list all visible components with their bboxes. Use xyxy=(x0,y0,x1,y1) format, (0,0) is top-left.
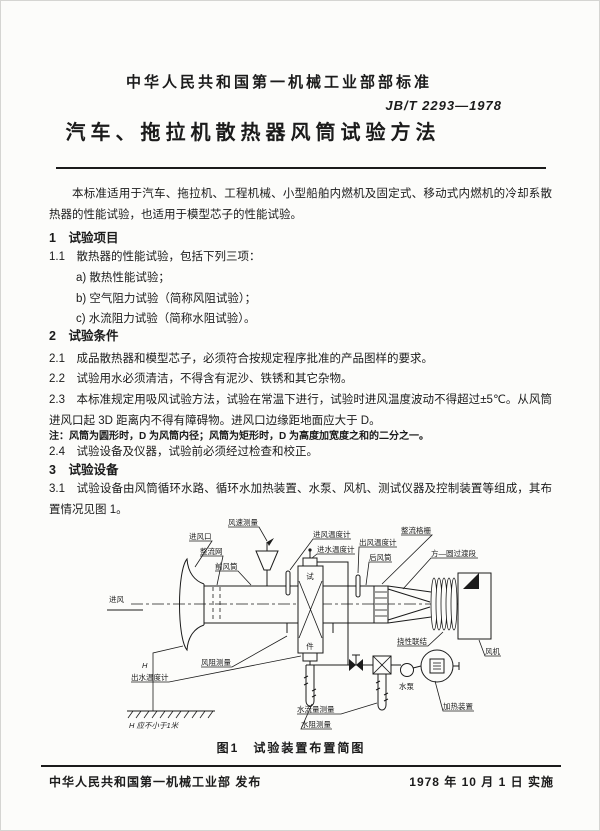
fan-black-corner xyxy=(463,573,479,589)
footer-divider xyxy=(41,765,561,767)
air-in-label: 进风 xyxy=(109,595,124,604)
clause-3-1: 3.1 试验设备由风筒循环水路、循环水加热装置、水泵、风机、测试仪器及控制装置等… xyxy=(49,483,552,516)
flow-device-diag2 xyxy=(372,655,392,675)
air-resistance-label: 风阻测量 xyxy=(201,658,231,667)
square-round-transition xyxy=(387,585,432,624)
standard-code: JB/T 2293—1978 xyxy=(385,98,502,113)
figure-1-test-rig-diagram: 进风 试 件 xyxy=(107,518,501,730)
air-inlet-port-label: 进风口 xyxy=(189,532,212,541)
water-flow-leader xyxy=(297,702,378,715)
bell-mouth-inlet xyxy=(179,557,205,652)
clause-1-1-b: b) 空气阻力试验（简称风阻试验）； xyxy=(76,293,257,305)
inlet-air-thermometer-symbol xyxy=(285,570,291,596)
test-piece-cross2 xyxy=(298,580,323,639)
h-dimension-line xyxy=(152,645,184,711)
heater-label: 加热装置 xyxy=(443,701,473,711)
ground-hatching xyxy=(127,710,214,719)
test-piece-bottom-fitting xyxy=(302,652,318,662)
flexible-coupling-bellows xyxy=(430,577,458,631)
rectifier-screen-leader xyxy=(200,555,224,586)
wind-speed-label: 风速测量 xyxy=(228,518,258,527)
air-inlet-port-leader xyxy=(189,540,213,568)
square-round-transition-label: 方—圆过渡段 xyxy=(431,548,476,558)
rectifier-grille-box xyxy=(373,585,389,624)
heater-symbol xyxy=(420,649,460,683)
figure-1-caption: 图1 试验装置布置简图 xyxy=(216,741,366,755)
anemometer-flag xyxy=(267,538,274,546)
header-divider xyxy=(56,167,546,169)
clause-1-1: 1.1 散热器的性能试验，包括下列三项： xyxy=(49,251,261,263)
flexible-coupling-label: 挠性联结 xyxy=(397,636,427,646)
anemometer-funnel xyxy=(255,550,279,571)
intro-paragraph: 本标准适用于汽车、拖拉机、工程机械、小型船舶内燃机及固定式、移动式内燃机的冷却系… xyxy=(49,188,552,221)
u-tube-manometer-water-resistance xyxy=(303,665,317,707)
water-resistance-label: 水阻测量 xyxy=(301,719,331,729)
rectifier-grille-leader xyxy=(381,534,433,585)
water-pump-symbol xyxy=(400,663,414,677)
water-resistance-leader xyxy=(300,703,332,730)
clause-2-2: 2.2 试验用水必须清洁，不得含有泥沙、铁锈和其它杂物。 xyxy=(49,373,353,385)
water-pump-label: 水泵 xyxy=(399,681,414,691)
heater-leader xyxy=(434,680,474,712)
footer-effective-date: 1978 年 10 月 1 日 实施 xyxy=(409,775,554,789)
section-1-heading: 1 试验项目 xyxy=(49,231,119,245)
air-resistance-leader xyxy=(201,635,288,668)
footer-publisher: 中华人民共和国第一机械工业部 发布 xyxy=(49,775,262,789)
clause-2-3: 2.3 本标准规定用吸风试验方法，试验在常温下进行，试验时进风温度波动不得超过±… xyxy=(49,394,552,427)
flexible-coupling-leader xyxy=(397,631,444,647)
front-duct-leader xyxy=(215,570,252,586)
pump-to-heater-pipe xyxy=(412,665,422,669)
fan-leader xyxy=(478,639,501,657)
inlet-water-thermometer-bulb xyxy=(308,548,312,552)
outlet-air-thermometer-symbol xyxy=(355,574,361,598)
fan-label: 风机 xyxy=(485,646,500,656)
wind-speed-leader xyxy=(228,526,268,542)
clause-1-1-c: c) 水流阻力试验（简称水阻试验）。 xyxy=(76,313,256,325)
rear-duct-leader xyxy=(365,561,392,586)
outlet-water-thermometer-leader xyxy=(131,655,302,683)
rear-duct-label: 后风筒 xyxy=(369,552,392,562)
outlet-air-thermometer-leader xyxy=(357,546,397,574)
test-piece-char-top: 试 xyxy=(306,571,314,581)
section-3-heading: 3 试验设备 xyxy=(49,463,119,477)
section-2-heading: 2 试验条件 xyxy=(49,329,119,343)
rectifier-grille-slats xyxy=(375,591,387,617)
water-valve xyxy=(349,654,363,671)
test-piece-char-bottom: 件 xyxy=(306,641,314,651)
page-title: 汽车、拖拉机散热器风筒试验方法 xyxy=(65,122,441,144)
clause-2-3-note: 注：风筒为圆形时，D 为风筒内径；风筒为矩形时，D 为高度加宽度之和的二分之一。 xyxy=(49,431,429,442)
inlet-air-thermometer-label: 进风温度计 xyxy=(313,529,351,539)
h-dimension-label: H xyxy=(142,661,148,670)
water-return-pipe xyxy=(317,561,349,665)
outlet-water-thermometer-label: 出水温度计 xyxy=(131,672,169,682)
ministry-standard-line: 中华人民共和国第一机械工业部部标准 xyxy=(125,74,432,91)
clause-2-1: 2.1 成品散热器和模型芯子，必须符合按规定程序批准的产品图样的要求。 xyxy=(49,353,433,365)
inlet-air-thermometer-leader xyxy=(289,538,351,571)
test-piece-top-fitting xyxy=(302,557,318,567)
front-duct-label: 前风筒 xyxy=(215,561,238,571)
inlet-water-thermometer-label: 进水温度计 xyxy=(317,544,355,554)
h-minimum-note: H 应不小于1米 xyxy=(129,721,180,730)
inlet-water-thermometer-leader xyxy=(311,553,355,559)
water-flow-label: 水流量测量 xyxy=(297,704,335,714)
square-round-transition-leader xyxy=(402,557,478,590)
clause-1-1-a: a) 散热性能试验； xyxy=(76,272,170,284)
u-tube-manometer-water-flow xyxy=(375,674,389,711)
clause-2-4: 2.4 试验设备及仪器，试验前必须经过检查和校正。 xyxy=(49,446,318,458)
rectifier-grille-label: 整流格栅 xyxy=(401,525,431,535)
rectifier-screen-label: 整流网 xyxy=(200,546,223,556)
outlet-air-thermometer-label: 出风温度计 xyxy=(359,537,397,547)
